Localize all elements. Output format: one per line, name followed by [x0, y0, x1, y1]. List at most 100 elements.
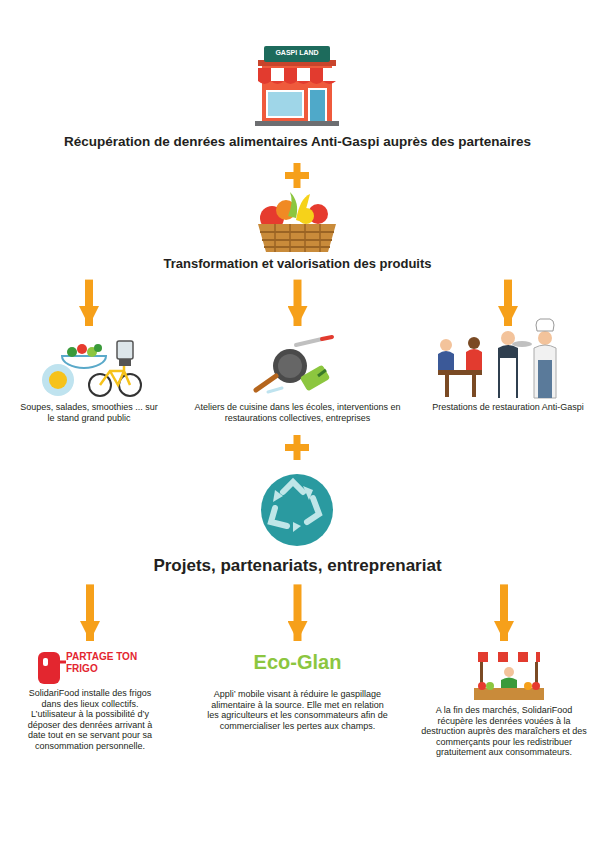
recycle-icon — [261, 474, 333, 546]
flow-arrow — [500, 584, 508, 641]
shop-icon — [310, 68, 323, 81]
restaurant-icon — [440, 339, 452, 351]
market-stall-icon — [478, 682, 486, 690]
salad-bike-icon — [94, 344, 102, 352]
recycle-icon — [271, 482, 319, 526]
market-stall-icon — [498, 652, 508, 662]
salad-bike-icon — [49, 371, 67, 389]
recycle-icon — [293, 522, 301, 532]
item-block: A la fin des marchés, SolidariFood récup… — [420, 645, 588, 760]
shop-icon — [264, 46, 330, 62]
restaurant-icon — [500, 358, 516, 398]
restaurant-icon — [445, 375, 449, 397]
flow-arrow — [294, 280, 302, 326]
salad-bike-icon — [62, 356, 106, 368]
sign-label: GASPI LAND — [264, 49, 330, 57]
block-text: SolidariFood installe des frigos dans de… — [26, 688, 154, 752]
market-stall-icon — [478, 652, 488, 662]
block-text: Appli’ mobile visant à réduire le gaspil… — [205, 689, 390, 731]
cooking-icon — [278, 354, 302, 378]
shop-icon — [258, 81, 336, 84]
step-heading: Transformation et valorisation des produ… — [30, 190, 565, 274]
market-stall-icon — [518, 652, 528, 662]
shop-icon — [255, 121, 339, 126]
restaurant-icon — [438, 351, 454, 370]
market-stall-icon — [536, 652, 540, 662]
fruit-basket-icon — [260, 232, 334, 247]
recycle-icon — [283, 482, 303, 492]
cooking-icon — [256, 337, 332, 392]
cooking-icon — [300, 365, 331, 392]
cooking-icon — [322, 337, 332, 339]
recycle-icon — [261, 474, 333, 546]
item-block: PARTAGE TON FRIGO SolidariFood installe d… — [26, 645, 154, 754]
fruit-basket-icon — [258, 192, 336, 252]
restaurant-icon — [498, 345, 518, 398]
restaurant-icon — [512, 341, 532, 347]
recycle-icon — [273, 486, 313, 532]
market-stall-icon — [474, 688, 544, 700]
salad-bike-icon — [100, 365, 130, 385]
item-block: Soupes, salades, smoothies ... sur le st… — [20, 330, 158, 425]
recycle-icon — [273, 490, 283, 502]
logo-text: PARTAGE TON FRIGO — [66, 651, 140, 674]
restaurant-icon — [466, 349, 482, 370]
recycle-icon — [271, 508, 287, 526]
cooking-icon — [296, 339, 322, 345]
fridge-logo — [38, 652, 60, 684]
block-text: Transformation et valorisation des produ… — [30, 256, 565, 272]
salad-bike-icon — [77, 344, 87, 354]
restaurant-icon — [538, 331, 552, 345]
shop-icon — [284, 68, 297, 81]
restaurant-icon — [468, 337, 480, 349]
fruit-basket-icon — [288, 192, 297, 218]
fridge-logo — [43, 658, 48, 666]
step-heading: Récupération de denrées alimentaires Ant… — [12, 40, 583, 152]
market-stall-icon — [532, 682, 540, 690]
shop-icon — [255, 46, 339, 126]
fridge-logo — [60, 661, 66, 664]
fruit-basket-icon — [258, 224, 336, 252]
logo-text: Eco-Glan — [205, 651, 390, 673]
plus-sign — [294, 163, 301, 188]
block-text: Ateliers de cuisine dans les écoles, int… — [190, 402, 405, 423]
flow-arrow — [504, 280, 512, 326]
fruit-basket-icon — [275, 224, 320, 252]
restaurant-icon — [538, 360, 552, 398]
cooking-icon — [256, 376, 276, 390]
restaurant-icon — [438, 370, 482, 375]
item-block: Eco-GlanAppli’ mobile visant à réduire l… — [205, 645, 390, 733]
block-text: A la fin des marchés, SolidariFood récup… — [420, 705, 588, 758]
recycle-icon — [303, 486, 313, 500]
block-text: Projets, partenariats, entreprenariat — [30, 556, 565, 576]
market-stall-icon — [478, 652, 540, 662]
flow-arrow — [86, 584, 94, 641]
salad-bike-icon — [42, 341, 141, 396]
restaurant-icon — [472, 375, 476, 397]
market-stall-icon — [524, 682, 532, 690]
shop-icon — [258, 68, 336, 84]
shop-icon — [309, 89, 326, 122]
salad-bike-icon — [119, 359, 131, 366]
plus-sign — [294, 435, 301, 460]
item-block: Ateliers de cuisine dans les écoles, int… — [190, 330, 405, 425]
shop-icon — [267, 91, 303, 117]
restaurant-icon — [534, 345, 556, 398]
salad-bike-icon — [67, 347, 77, 357]
shop-icon — [258, 68, 336, 81]
fruit-basket-icon — [298, 208, 314, 224]
cooking-icon — [268, 388, 282, 392]
item-block: Prestations de restauration Anti-Gaspi — [428, 330, 588, 415]
shop-icon — [258, 68, 271, 81]
cooking-icon — [318, 370, 326, 376]
flow-arrow — [85, 280, 93, 326]
market-stall-icon — [486, 682, 494, 690]
block-text: Soupes, salades, smoothies ... sur le st… — [20, 402, 158, 423]
plus-sign — [285, 163, 309, 188]
market-stall-icon — [504, 667, 514, 677]
step-heading: Projets, partenariats, entreprenariat — [30, 460, 565, 578]
block-text: Récupération de denrées alimentaires Ant… — [12, 134, 583, 150]
restaurant-icon — [438, 319, 556, 398]
restaurant-icon — [536, 319, 554, 331]
